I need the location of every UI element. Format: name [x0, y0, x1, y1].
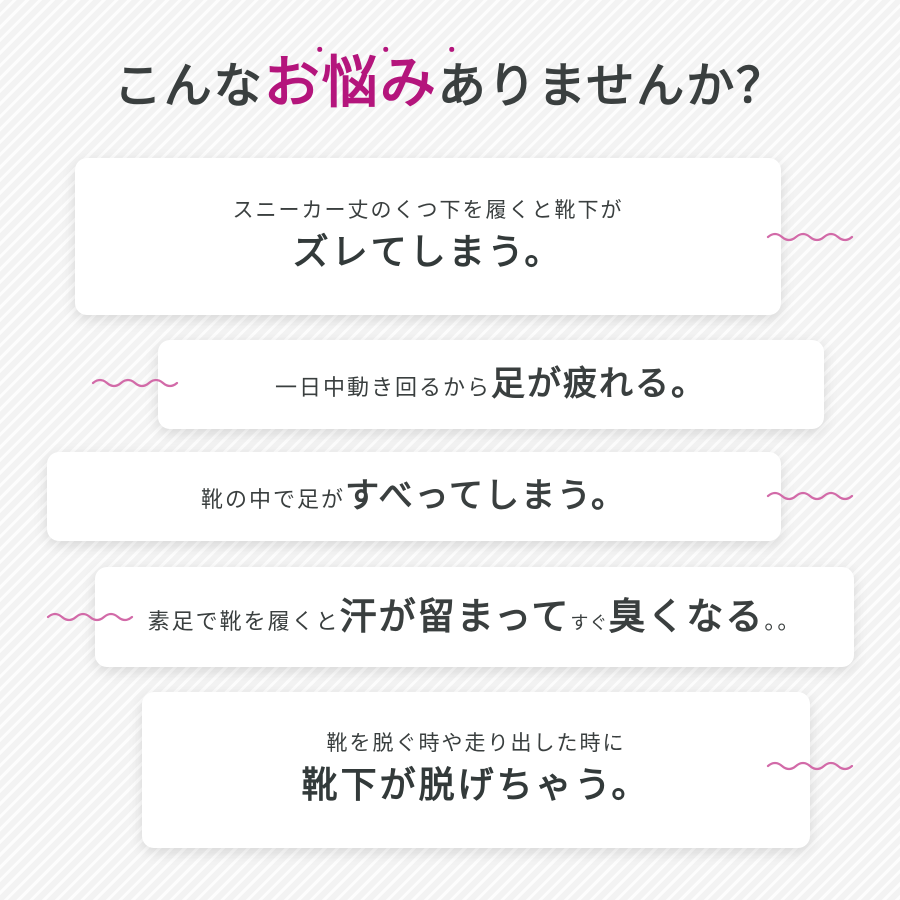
concern-card-4: 素足で靴を履くと汗が留まってすぐ臭くなる。。 — [95, 567, 854, 667]
concern-card-5-lead: 靴を脱ぐ時や走り出した時に — [326, 731, 626, 755]
concern-card-3: 靴の中で足がすべってしまう。 — [47, 452, 781, 541]
squiggle-decoration — [766, 761, 854, 771]
squiggle-decoration — [46, 612, 134, 622]
emphasis-dots: ・・・ — [309, 38, 508, 62]
headline-highlight: ・・・お悩み — [263, 40, 462, 121]
headline-highlight-text: お悩み — [263, 51, 438, 116]
concern-card-3-lead: 靴の中で足が — [201, 488, 346, 514]
concern-card-4-main-2: 臭くなる — [608, 594, 765, 638]
squiggle-decoration — [766, 232, 854, 242]
concern-card-4-main-1: 汗が留まって — [339, 594, 571, 638]
squiggle-decoration — [91, 378, 179, 388]
concern-card-3-main: すべってしまう。 — [345, 476, 627, 517]
concern-card-4-middle: すぐ — [570, 612, 609, 634]
concern-card-4-lead: 素足で靴を履くと — [147, 609, 340, 635]
concern-card-4-text: 素足で靴を履くと汗が留まってすぐ臭くなる。。 — [148, 595, 802, 639]
headline-suffix: ありませんか？ — [437, 58, 787, 114]
concern-card-1: スニーカー丈のくつ下を履くと靴下が ズレてしまう。 — [75, 158, 781, 315]
concern-card-2-main: 足が疲れる。 — [491, 364, 707, 405]
concern-card-5: 靴を脱ぐ時や走り出した時に 靴下が脱げちゃう。 — [142, 692, 810, 848]
concern-card-3-text: 靴の中で足がすべってしまう。 — [201, 476, 627, 517]
concern-card-2-lead: 一日中動き回るから — [274, 376, 491, 402]
concern-card-2-text: 一日中動き回るから足が疲れる。 — [275, 364, 707, 405]
headline-prefix: こんな — [113, 58, 264, 114]
concern-card-4-suffix: 。。 — [764, 609, 802, 635]
concern-card-5-main: 靴下が脱げちゃう。 — [301, 765, 651, 807]
concern-card-1-main: ズレてしまう。 — [292, 231, 564, 273]
page-headline: こんな・・・お悩みありませんか？ — [0, 40, 900, 121]
concern-card-2: 一日中動き回るから足が疲れる。 — [158, 340, 824, 429]
squiggle-decoration — [766, 491, 854, 501]
concern-card-1-lead: スニーカー丈のくつ下を履くと靴下が — [232, 197, 624, 222]
